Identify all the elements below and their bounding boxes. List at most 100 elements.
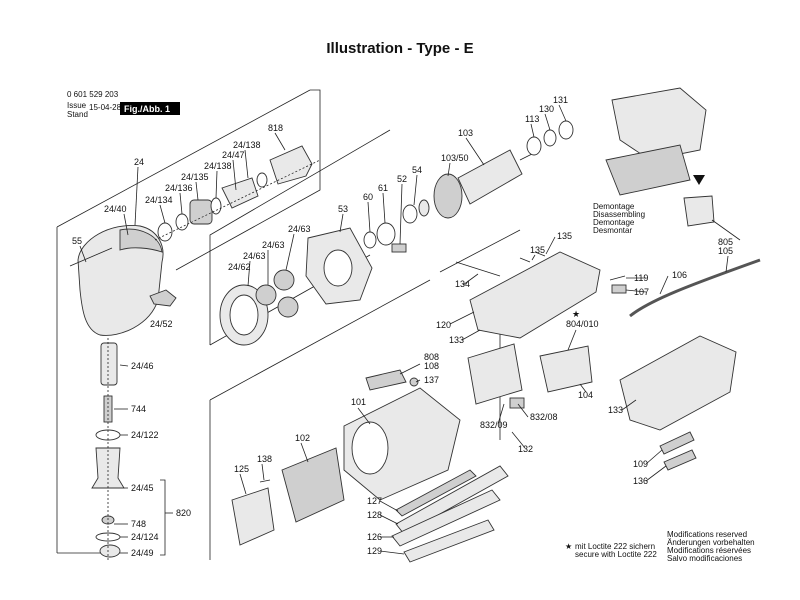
bearing-61 (376, 222, 396, 246)
slide-129 (403, 519, 495, 563)
label-24-63a: 24/63 (288, 224, 311, 234)
brush-832-08 (509, 397, 525, 409)
washer-54 (402, 204, 418, 224)
label-24-52: 24/52 (150, 319, 173, 329)
demontage-en: Disassembling (593, 210, 645, 219)
part-125 (231, 487, 275, 546)
label-103: 103 (458, 128, 473, 138)
washer-24-134 (157, 222, 173, 242)
label-808: 808 (424, 352, 439, 362)
lever-24-52 (149, 289, 177, 307)
label-108: 108 (424, 361, 439, 371)
part-24-46 (100, 342, 118, 386)
label-52: 52 (397, 174, 407, 184)
footnote-de: mit Loctite 222 sichern (575, 542, 655, 551)
label-748: 748 (131, 519, 146, 529)
label-128: 128 (367, 510, 382, 520)
label-24-122: 24/122 (131, 430, 159, 440)
nut-24-49 (99, 544, 121, 558)
washer-130 (543, 129, 557, 147)
bracket-820 (160, 479, 166, 556)
label-24-138b: 24/138 (204, 161, 232, 171)
demontage-fr: Demontage (593, 218, 635, 227)
label-133a: 133 (449, 335, 464, 345)
switch-104 (539, 345, 593, 393)
label-24-124: 24/124 (131, 532, 159, 542)
part-136 (663, 449, 697, 471)
modifications-fr: Modifications réservées (667, 546, 751, 555)
gear-housing-bore (323, 249, 353, 287)
label-805: 805 (718, 237, 733, 247)
issue-label: Issue (67, 101, 87, 110)
label-103-50: 103/50 (441, 153, 469, 163)
label-138: 138 (257, 454, 272, 464)
inset-vise (605, 144, 691, 196)
clamp-107 (611, 284, 627, 294)
modifications-en: Modifications reserved (667, 530, 747, 539)
gear-head-housing (77, 224, 164, 336)
ring-131 (558, 120, 574, 140)
cover-120 (469, 251, 601, 339)
bearing-60 (363, 231, 377, 249)
label-135b: 135 (530, 245, 545, 255)
label-24-63c: 24/63 (243, 251, 266, 261)
demontage-es: Desmontar (593, 226, 632, 235)
washer-24-138b (256, 172, 268, 188)
slide-126 (391, 489, 501, 547)
label-137: 137 (424, 375, 439, 385)
screw-135a (519, 257, 531, 263)
spindle-818 (269, 145, 313, 185)
motor-housing-bore (351, 421, 389, 475)
label-106: 106 (672, 270, 687, 280)
washer-24-138 (210, 197, 222, 215)
label-130: 130 (539, 104, 554, 114)
label-133b: 133 (608, 405, 623, 415)
part-24-47 (221, 177, 259, 209)
label-24: 24 (134, 157, 144, 167)
part-137 (409, 377, 419, 387)
diagram-title: Illustration - Type - E (326, 40, 473, 57)
label-820: 820 (176, 508, 191, 518)
gear-24-63a (255, 284, 277, 306)
frame-line (56, 89, 311, 228)
leader-line (711, 219, 741, 241)
label-832-09: 832/09 (480, 420, 508, 430)
inset-part (683, 195, 715, 227)
label-109: 109 (633, 459, 648, 469)
loctite-star-icon: ★ (565, 542, 572, 551)
frame-line (209, 279, 431, 401)
bearing-113 (526, 136, 542, 156)
label-105: 105 (718, 246, 733, 256)
handle-shell-133 (619, 335, 737, 431)
washer-24-136 (175, 213, 189, 231)
label-24-134: 24/134 (145, 195, 173, 205)
label-24-45: 24/45 (131, 483, 154, 493)
part-109 (659, 431, 695, 455)
arrow-down-icon (693, 175, 705, 185)
label-120: 120 (436, 320, 451, 330)
stator-102 (281, 447, 345, 523)
plate-808 (365, 369, 407, 391)
housing-top (119, 228, 163, 253)
label-136: 136 (633, 476, 648, 486)
frame-line (175, 89, 321, 271)
demontage-de: Demontage (593, 202, 635, 211)
inset-tool (611, 87, 707, 161)
label-804-010: 804/010 (566, 319, 599, 329)
part-138 (259, 479, 271, 483)
part-labels: 818 24/138 24/47 24/138 24/135 24/136 24… (72, 95, 733, 558)
gear-24-63c (277, 296, 299, 318)
axis-line (154, 159, 321, 241)
label-24-46: 24/46 (131, 361, 154, 371)
label-24-136: 24/136 (165, 183, 193, 193)
fan-103-50 (433, 173, 463, 219)
label-star: ★ (572, 309, 580, 319)
label-134: 134 (455, 279, 470, 289)
label-24-47: 24/47 (222, 150, 245, 160)
label-113: 113 (525, 114, 539, 124)
label-126: 126 (367, 532, 382, 542)
label-24-40: 24/40 (104, 204, 127, 214)
label-24-62: 24/62 (228, 262, 251, 272)
label-24-63b: 24/63 (262, 240, 285, 250)
screw-119 (609, 275, 626, 281)
